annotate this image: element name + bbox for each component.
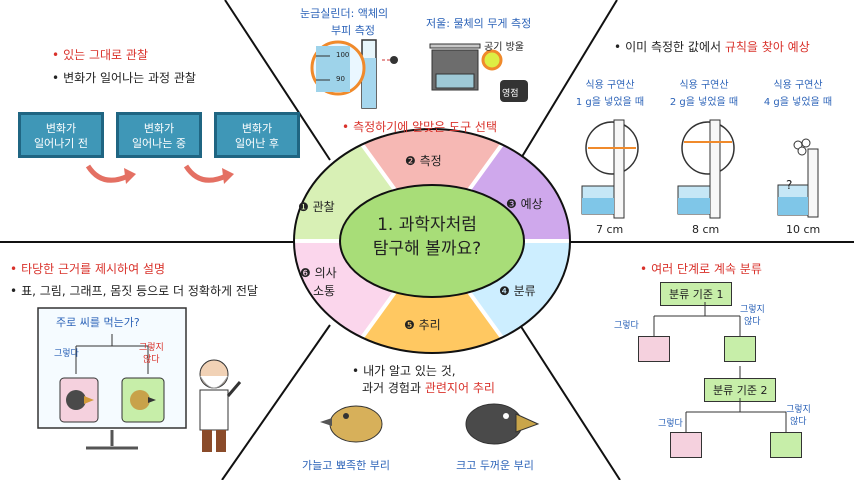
predict-col2-title2: 2 g을 넣었을 때 xyxy=(669,97,739,108)
observe-bullet-2: •변화가 일어나는 과정 관찰 xyxy=(52,71,196,85)
predict-col3-title2: 4 g을 넣었을 때 xyxy=(763,97,833,108)
board-yes: 그렇다 xyxy=(54,349,79,359)
classify-no-1a: 그렇지 xyxy=(740,305,765,315)
predict-col1-title2: 1 g을 넣었을 때 xyxy=(575,97,645,108)
center-diagram xyxy=(293,128,571,354)
infer-bullet-line1: •내가 알고 있는 것, xyxy=(352,364,456,378)
observe-bullet-1: •있는 그대로 관찰 xyxy=(52,48,148,62)
segment-label-observe: ❶ 관찰 xyxy=(298,200,335,214)
classify-leaf-yes-1 xyxy=(638,336,670,362)
thin-beak-bird-icon xyxy=(320,405,383,443)
beaker-2-icon xyxy=(677,119,735,219)
cylinder-label-line1: 눈금실린더: 액체의 xyxy=(300,7,389,20)
thin-beak-caption: 가늘고 뾰족한 부리 xyxy=(302,459,390,472)
classify-leaf-no-2 xyxy=(770,432,802,458)
predict-question: ? xyxy=(786,178,793,192)
segment-label-communicate-1: ❻ 의사 xyxy=(300,266,337,280)
classify-no-2b: 않다 xyxy=(790,417,807,427)
center-title-line1: 1. 과학자처럼 xyxy=(377,215,477,235)
predict-result-1: 7 cm xyxy=(596,223,624,236)
communicate-bullet-2: •표, 그림, 그래프, 몸짓 등으로 더 정확하게 전달 xyxy=(10,284,258,298)
segment-label-measure: ❷ 측정 xyxy=(405,154,442,168)
cylinder-label-line2: 부피 측정 xyxy=(331,24,375,37)
board-no-2: 않다 xyxy=(143,355,160,365)
segment-infer-bg xyxy=(348,241,516,353)
classify-yes-2: 그렇다 xyxy=(658,419,683,429)
measure-bullet: •측정하기에 알맞은 도구 선택 xyxy=(342,120,498,134)
predict-bullet: •이미 측정한 값에서 규칙을 찾아 예상 xyxy=(614,40,810,54)
board-no-1: 그렇지 xyxy=(139,343,164,353)
center-title: 1. 과학자처럼 탐구해 볼까요? xyxy=(340,214,514,264)
criterion-1-box: 분류 기준 1 xyxy=(660,282,733,306)
predict-result-3: 10 cm xyxy=(786,223,821,236)
segment-label-classify: ❹ 분류 xyxy=(499,284,536,298)
classification-tree-lines xyxy=(653,302,787,432)
classify-bullet: •여러 단계로 계속 분류 xyxy=(640,262,762,276)
scientist-icon xyxy=(199,359,242,452)
scale-90: 90 xyxy=(336,75,345,83)
segment-measure-bg xyxy=(348,129,516,241)
segment-label-communicate-2: 소통 xyxy=(313,284,336,298)
thick-beak-caption: 크고 두꺼운 부리 xyxy=(456,459,534,472)
thick-beak-bird-icon xyxy=(465,403,540,445)
predict-col3-title1: 식용 구연산 xyxy=(773,80,823,91)
predict-result-2: 8 cm xyxy=(692,223,720,236)
infer-bullet-line2: 과거 경험과 관련지어 추리 xyxy=(362,381,495,395)
classify-no-1b: 않다 xyxy=(744,317,761,327)
predict-col1-title1: 식용 구연산 xyxy=(585,80,635,91)
presentation-board xyxy=(37,307,187,450)
classify-leaf-yes-2 xyxy=(670,432,702,458)
classify-no-2a: 그렇지 xyxy=(786,405,811,415)
center-ellipse xyxy=(339,184,525,298)
graduated-cylinder-icon xyxy=(310,39,398,109)
segment-label-predict: ❸ 예상 xyxy=(506,197,543,211)
classify-yes-1: 그렇다 xyxy=(614,321,639,331)
beaker-1-icon xyxy=(581,119,639,219)
scale-label: 저울: 물체의 무게 측정 xyxy=(426,17,532,30)
center-title-line2: 탐구해 볼까요? xyxy=(372,239,482,259)
board-title: 주로 씨를 먹는가? xyxy=(56,316,140,329)
beaker-3-icon xyxy=(777,138,819,218)
air-bubble-label: 공기 방울 xyxy=(484,42,524,53)
classify-leaf-no-1 xyxy=(724,336,756,362)
scale-icon xyxy=(429,43,528,102)
change-arrows xyxy=(85,164,234,184)
zero-point-label: 영점 xyxy=(502,89,519,99)
communicate-bullet-1: •타당한 근거를 제시하여 설명 xyxy=(10,262,166,276)
scale-100: 100 xyxy=(336,51,350,59)
predict-col2-title1: 식용 구연산 xyxy=(679,80,729,91)
segment-label-infer: ❺ 추리 xyxy=(404,318,441,332)
